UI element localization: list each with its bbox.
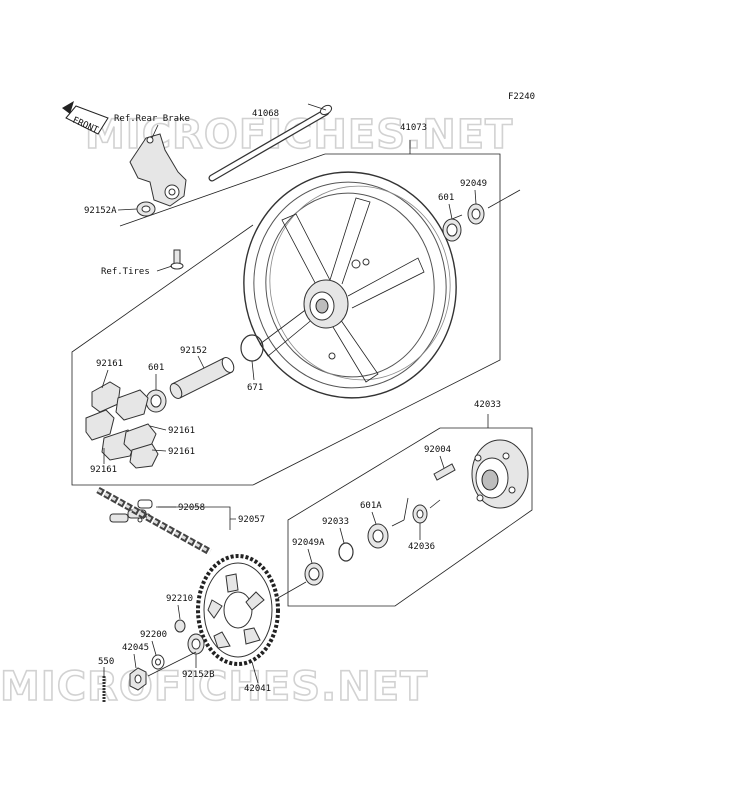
bearing-601-left <box>145 389 167 413</box>
seal-92049 <box>467 203 485 225</box>
frame-coupling-assembly <box>287 414 533 607</box>
ref-rear-brake: Ref.Rear Brake <box>114 114 190 124</box>
label-92058: 92058 <box>178 503 205 513</box>
damper-92161-group <box>85 381 159 469</box>
collar-42036 <box>412 504 428 524</box>
label-42041: 42041 <box>244 684 271 694</box>
tire-valve <box>170 249 184 270</box>
label-92161-c: 92161 <box>168 447 195 457</box>
collar-92152 <box>169 357 235 399</box>
label-41068: 41068 <box>252 109 279 119</box>
collar-92152B <box>187 633 205 655</box>
circlip-92033 <box>338 542 354 562</box>
label-92152: 92152 <box>180 346 207 356</box>
label-92152A: 92152A <box>84 206 117 216</box>
figure-code: F2240 <box>508 92 535 102</box>
nut-92210 <box>174 619 186 633</box>
label-92152B: 92152B <box>182 670 215 680</box>
axle-41068 <box>208 103 333 182</box>
label-92049: 92049 <box>460 179 487 189</box>
label-42033: 42033 <box>474 400 501 410</box>
frame-wheel-assembly <box>71 140 501 486</box>
label-601-left: 601 <box>148 363 164 373</box>
rear-wheel-41073 <box>243 171 457 399</box>
label-92161-b: 92161 <box>168 426 195 436</box>
label-671: 671 <box>247 383 263 393</box>
label-42036: 42036 <box>408 542 435 552</box>
watermark-bottom: MICROFICHES.NET <box>0 664 428 710</box>
label-92200: 92200 <box>140 630 167 640</box>
stud-92004 <box>433 463 456 481</box>
label-601-top: 601 <box>438 193 454 203</box>
label-42045: 42045 <box>122 643 149 653</box>
bearing-601-top <box>442 214 463 242</box>
chain-joint-92058 <box>109 499 153 523</box>
ref-tires: Ref.Tires <box>101 267 150 277</box>
bearing-601A <box>367 523 389 549</box>
sprocket-42041 <box>196 554 280 666</box>
label-601A: 601A <box>360 501 382 511</box>
drive-chain-92057 <box>96 486 212 556</box>
washer-92200 <box>151 654 165 670</box>
label-92161-a: 92161 <box>96 359 123 369</box>
label-92057: 92057 <box>238 515 265 525</box>
label-92161-d: 92161 <box>90 465 117 475</box>
seal-92049A <box>304 562 324 586</box>
label-41073: 41073 <box>400 123 427 133</box>
circlip-671 <box>240 334 264 362</box>
collar-92152A <box>136 201 156 217</box>
label-92004: 92004 <box>424 445 451 455</box>
rear-brake-bracket <box>129 133 187 207</box>
label-92049A: 92049A <box>292 538 325 548</box>
label-92210: 92210 <box>166 594 193 604</box>
coupling-42033 <box>471 439 529 509</box>
label-550: 550 <box>98 657 114 667</box>
nut-42045 <box>129 667 147 691</box>
label-92033: 92033 <box>322 517 349 527</box>
